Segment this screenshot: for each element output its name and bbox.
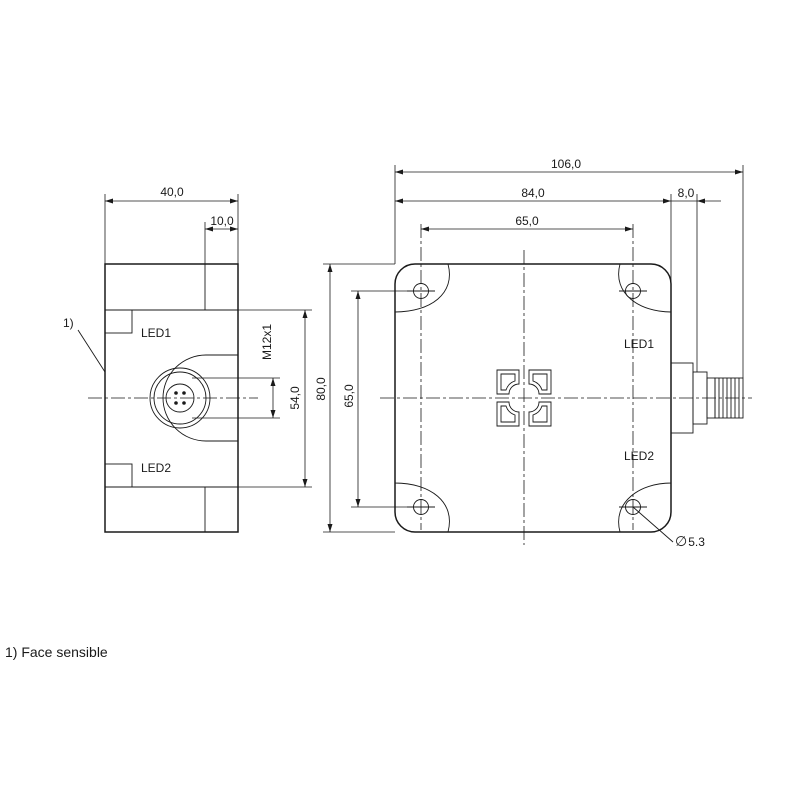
arrowhead: [230, 198, 238, 204]
arrowhead: [302, 479, 308, 487]
arrowhead: [327, 264, 333, 272]
arrowhead: [421, 226, 429, 232]
arrowhead: [625, 226, 633, 232]
m12-connector: [670, 362, 744, 434]
sensing-face-icon: [496, 369, 552, 427]
arrowhead: [697, 198, 705, 204]
arrowhead: [735, 169, 743, 175]
side-led1-window: [104, 309, 133, 334]
footnote: 1) Face sensible: [5, 644, 108, 660]
side-led1-label: LED1: [141, 326, 171, 340]
dim-body-length: 84,0: [521, 186, 545, 200]
arrowhead: [230, 226, 238, 232]
diameter-symbol: ∅: [675, 533, 687, 549]
dim-overall-length: 106,0: [551, 157, 581, 171]
dim-side-width: 40,0: [160, 185, 184, 199]
note-marker: 1): [63, 316, 74, 330]
side-led2-window: [104, 463, 133, 488]
arrowhead: [327, 524, 333, 532]
arrowhead: [355, 499, 361, 507]
connector-pin-3: [174, 401, 178, 405]
arrowhead: [270, 410, 276, 418]
arrowhead: [302, 310, 308, 318]
front-led1-label: LED1: [624, 337, 654, 351]
arrowhead: [395, 169, 403, 175]
side-led2-label: LED2: [141, 461, 171, 475]
dim-connector-length: 8,0: [678, 186, 695, 200]
arrowhead: [355, 291, 361, 299]
front-led2-label: LED2: [624, 449, 654, 463]
front-view: LED1 LED2 106,0 84,0: [314, 157, 752, 549]
arrowhead: [270, 378, 276, 386]
dim-overall-height: 80,0: [314, 377, 328, 401]
arrowhead: [105, 198, 113, 204]
note-leader-line: [77, 329, 106, 373]
dim-side-height: 54,0: [288, 386, 302, 410]
connector-pin-2: [182, 391, 186, 395]
arrowhead: [395, 198, 403, 204]
connector-pin-4: [182, 401, 186, 405]
hole-diameter-leader: [632, 506, 674, 543]
side-view: LED1 LED2 1) 40,0 10,0 M: [63, 185, 312, 533]
dim-thread: M12x1: [260, 324, 274, 360]
connector-pin-1: [174, 391, 178, 395]
hole-diameter-value: 5.3: [688, 535, 705, 549]
front-inner-face: [394, 263, 672, 533]
dim-connector-offset: 10,0: [210, 214, 234, 228]
arrowhead: [663, 198, 671, 204]
dim-hole-spacing-y: 65,0: [342, 384, 356, 408]
dim-hole-diameter: ∅5.3: [675, 533, 705, 549]
dim-hole-spacing-x: 65,0: [515, 214, 539, 228]
arrowhead: [205, 226, 213, 232]
